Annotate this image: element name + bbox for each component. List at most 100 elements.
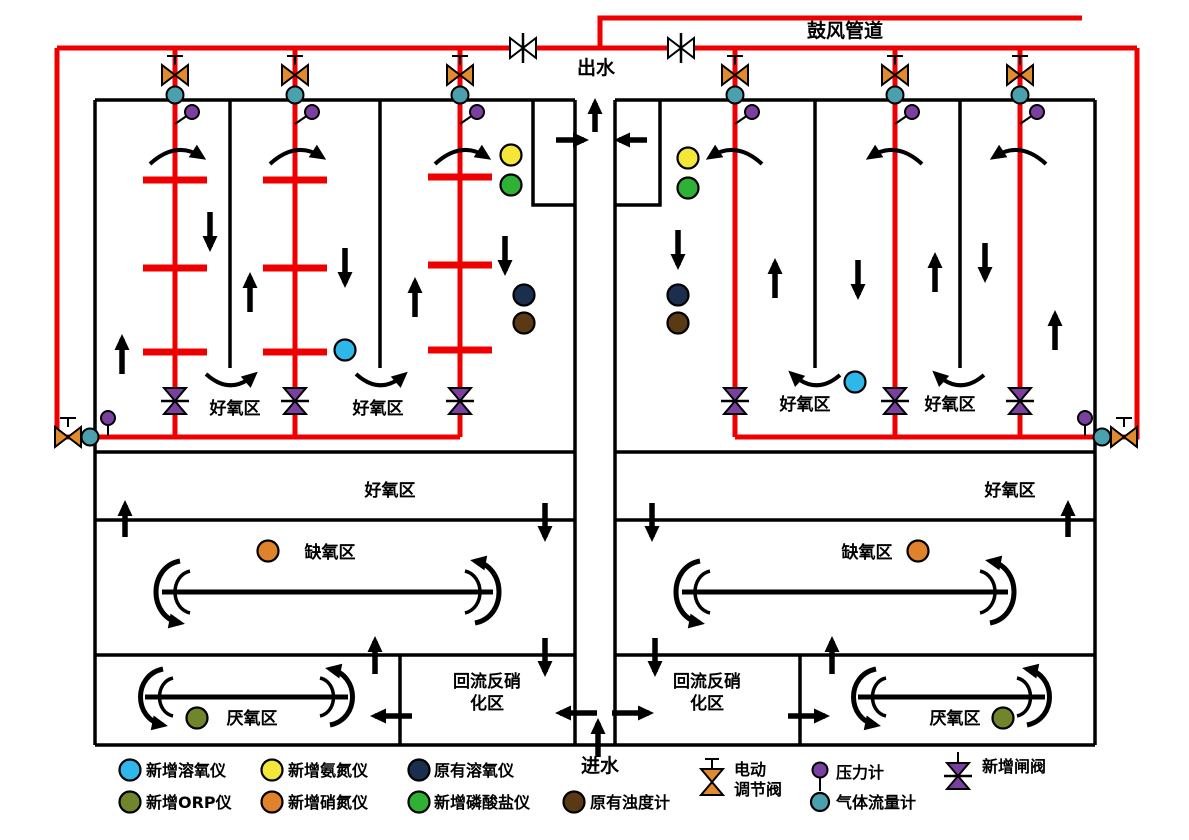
anoxic-loop-right [673, 555, 1017, 629]
gate-valve-icon [281, 387, 309, 415]
mixing-loops [138, 555, 1052, 731]
gas-flow-meter-icon [885, 85, 905, 105]
pressure-gauge-icon [894, 104, 920, 125]
denit-zone-label: 回流反硝 [453, 671, 521, 692]
anoxic-zone-label: 缺氧区 [305, 542, 356, 563]
legend-label: 新增磷酸盐仪 [434, 793, 531, 812]
turbidity-sensor-icon [666, 311, 690, 335]
electric-valve-icon [161, 55, 189, 86]
gate-valve-icon [881, 387, 909, 415]
sensors [185, 143, 1015, 730]
gate-valve-icon [161, 387, 189, 415]
nitrate-sensor-icon [906, 539, 930, 563]
anaerobic-loop-left [138, 663, 355, 731]
gas-flow-meter-icon [1092, 427, 1112, 447]
anaerobic-zone-label: 厌氧区 [227, 708, 278, 729]
gate-valve-icon [721, 387, 749, 415]
nitrate-sensor-icon [260, 790, 284, 814]
diffuser-bars [143, 173, 492, 356]
blower-pipeline-label: 鼓风管道 [807, 19, 883, 42]
legend-label: 压力计 [836, 763, 884, 782]
old-do-sensor-icon [407, 758, 431, 782]
electric-valve-icon [54, 417, 82, 448]
electric-valves [54, 55, 1138, 448]
electric-valve-icon [721, 55, 749, 86]
outflow-label: 出水 [577, 56, 616, 79]
turn-arrow [788, 370, 842, 388]
pressure-gauge-icon [734, 104, 760, 125]
turbidity-sensor-icon [512, 311, 536, 335]
pressure-gauge-icon [100, 410, 116, 436]
do-sensor-icon [333, 338, 357, 362]
denit-zone-label: 化区 [690, 693, 724, 714]
legend-item-do-old: 原有溶氧仪 [407, 758, 515, 782]
pressure-gauge-icon [294, 104, 320, 125]
do-sensor-icon [118, 758, 142, 782]
legend-item-orp-new: 新增ORP仪 [118, 790, 233, 814]
aerobic-zone-label: 好氧区 [209, 398, 261, 419]
legend-item-no3-new: 新增硝氮仪 [260, 790, 369, 814]
orp-sensor-icon [185, 706, 209, 730]
aerobic-zone-label: 好氧区 [352, 398, 404, 419]
denit-zone-label: 化区 [470, 693, 504, 714]
pressure-gauge-icon [459, 104, 485, 125]
blower-branch [597, 15, 1082, 48]
gas-flow-meter-icon [809, 791, 831, 813]
turn-arrow [989, 144, 1048, 166]
gas-flow-meter-icon [285, 85, 305, 105]
gas-flow-meters [80, 85, 1112, 447]
orp-sensor-icon [118, 790, 142, 814]
gas-flow-meter-icon [80, 427, 100, 447]
anoxic-zone-label: 缺氧区 [842, 542, 893, 563]
legend: 新增溶氧仪 新增氨氮仪 原有溶氧仪 新增ORP仪 新增硝氮仪 新增磷酸盐仪 原有… [118, 752, 1046, 814]
turn-arrows [148, 144, 1048, 388]
gas-flow-meter-icon [1010, 85, 1030, 105]
aerobic-zone-label: 好氧区 [984, 480, 1036, 501]
legend-label: 原有浊度计 [590, 793, 670, 812]
outlet-notch-left [531, 100, 575, 207]
pipeline-valve-icon [509, 33, 537, 63]
phosphate-sensor-icon [499, 173, 523, 197]
aerobic-zone-label: 好氧区 [924, 394, 976, 415]
legend-item-electric-valve: 电动 调节阀 [700, 758, 782, 799]
gate-valve-icon [1006, 387, 1034, 415]
electric-valve-icon [281, 55, 309, 86]
legend-label: 气体流量计 [835, 793, 916, 812]
denit-zone-label: 回流反硝 [673, 671, 741, 692]
turn-arrow [932, 370, 986, 388]
legend-label: 新增闸阀 [982, 757, 1046, 776]
turn-arrow [204, 371, 258, 388]
air-piping [54, 15, 1140, 440]
gas-flow-meter-icon [165, 85, 185, 105]
legend-label: 新增溶氧仪 [146, 761, 227, 780]
aerobic-zone-label: 好氧区 [779, 394, 831, 415]
phosphate-sensor-icon [407, 790, 431, 814]
pressure-gauge-icon [811, 761, 829, 791]
turn-arrow [865, 144, 924, 166]
tank-walls [93, 98, 1097, 747]
purple-fittings [100, 104, 1093, 436]
turn-arrow [268, 144, 327, 166]
legend-item-po4-new: 新增磷酸盐仪 [407, 790, 531, 814]
flow-arrows [114, 98, 1076, 757]
turbidity-sensor-icon [562, 790, 586, 814]
turn-arrow [705, 144, 764, 166]
legend-item-turb-old: 原有浊度计 [562, 790, 670, 814]
anoxic-loop-left [153, 555, 502, 629]
old-do-sensor-icon [512, 283, 536, 307]
electric-valve-icon [700, 758, 724, 796]
pipeline-valve-icon [667, 33, 695, 63]
effluent-valves [509, 33, 695, 63]
phosphate-sensor-icon [676, 176, 700, 200]
anaerobic-loop-right [851, 663, 1052, 731]
do-sensor-icon [843, 370, 867, 394]
electric-valve-icon [446, 55, 474, 86]
legend-label: 原有溶氧仪 [434, 761, 515, 780]
legend-item-gas-flow-meter: 气体流量计 [809, 791, 916, 813]
diagram-labels: 鼓风管道 出水 进水 好氧区 好氧区 好氧区 好氧区 好氧区 好氧区 缺氧区 缺… [209, 19, 1036, 777]
legend-label: 电动 [734, 760, 766, 779]
aerobic-zone-label: 好氧区 [364, 480, 416, 501]
nitrate-sensor-icon [256, 539, 280, 563]
orp-sensor-icon [991, 706, 1015, 730]
